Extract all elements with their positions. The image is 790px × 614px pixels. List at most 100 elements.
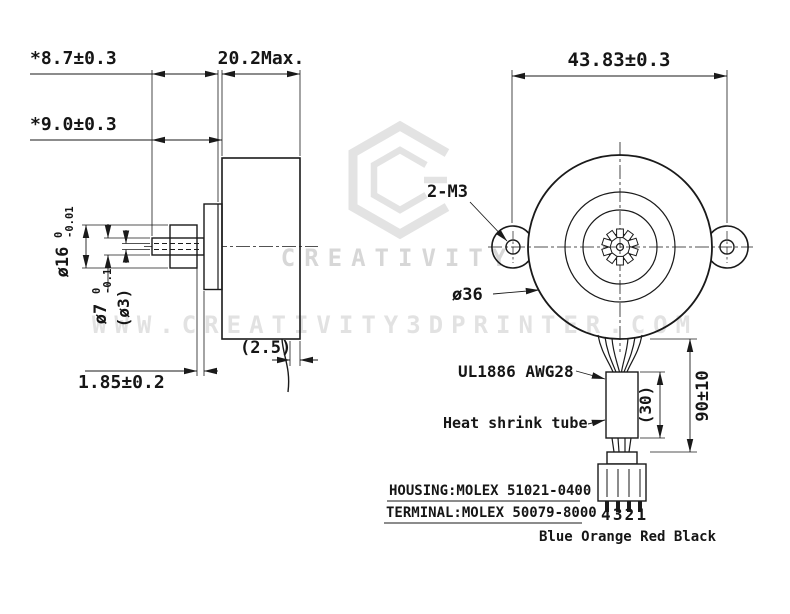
dim-tube-length-text: (30) [636,386,655,425]
side-view-dimensions: *8.7±0.3 20.2Max. *9.0±0.3 ø16 0 [30,48,318,393]
lead-wire [611,338,621,373]
dim-lead-length: 90±10 [650,338,713,453]
mounting-ear-left [491,225,530,269]
lead-wires [597,334,643,373]
leader-line [492,287,540,295]
dim-body-length-text: 20.2Max. [218,48,305,69]
lead-wire [620,338,629,373]
mounting-hole-left [505,239,521,255]
dim-shaft-dia-text: ø7 [91,304,111,324]
connector-pin [627,501,631,512]
dim-shaft-bore: (ø3) [114,230,150,327]
lead-wire [626,334,643,373]
mounting-ear-right [710,225,749,269]
label-wire-colors-text: Blue Orange Red Black [539,529,717,545]
dim-rear-boss: (2.5) [240,338,318,366]
watermark-url: WWW.CREATIVITY3DPRINTER.COM [92,311,698,339]
mounting-hole-right [719,239,735,255]
gear-tooth [601,246,613,257]
label-mount-holes-text: 2-M3 [427,182,468,202]
lead-wire [628,437,632,453]
dim-flange-offset-text: *8.7±0.3 [30,48,117,69]
gear-tooth [622,251,635,265]
front-view-dimensions: 43.83±0.3 2-M3 ø36 UL1886 AWG28 Heat shr… [384,49,728,545]
front-view: 43.83±0.3 2-M3 ø36 UL1886 AWG28 Heat shr… [384,49,753,545]
logo-inner-hexagon [370,146,428,214]
gear-tooth [622,229,635,243]
gear-tooth [605,251,618,265]
front-flange-plate [203,203,223,291]
connector-neck [606,451,638,465]
shaft-gear [169,224,198,269]
lead-wire [597,334,614,373]
leader-line [469,201,508,242]
label-heat-shrink-text: Heat shrink tube [443,414,588,432]
dim-shaft-bore-text: (ø3) [114,289,133,328]
side-view-geometry [144,157,318,393]
dim-shaft-dia-tol-lower: -0.1 [102,269,114,294]
dim-boss-dia-text: ø16 [53,247,73,278]
dim-rear-boss-text: (2.5) [240,338,291,358]
heat-shrink-tube [605,371,639,439]
gear-tooth [616,255,624,266]
dim-shaft-dia: ø7 0 -0.1 [91,224,150,324]
gear-tooth [605,229,618,243]
dim-boss-dia-label: ø16 0 -0.01 [53,206,76,277]
wires-below-tube [611,437,632,453]
dim-boss-dia: ø16 0 -0.01 [53,206,168,277]
front-view-geometry [488,142,753,512]
label-terminal-text: TERMINAL:MOLEX 50079-8000 [386,505,597,521]
gear-tooth [627,237,639,248]
front-inner-circle [582,209,658,285]
lead-wire [617,437,620,453]
label-pin-numbers-text: 4321 [601,505,648,524]
connector-pin [616,501,620,512]
connector-housing [597,463,647,502]
gear-tooth [627,246,639,257]
connector-spec-block: HOUSING:MOLEX 51021-0400 TERMINAL:MOLEX … [384,483,717,545]
creativity-logo [348,120,450,240]
lead-wire [611,437,615,453]
dim-lead-length-label: 90±10 [693,370,713,421]
label-heat-shrink: Heat shrink tube [443,414,606,432]
connector-pin [638,501,642,512]
dim-tube-length: (30) [636,371,665,439]
lead-wire [623,336,636,373]
leader-line [575,370,606,380]
gear-tooth [601,237,613,248]
motor-body-side [221,157,301,340]
dim-tube-length-label: (30) [636,386,655,425]
watermark-brand: CREATIVITY [281,244,516,272]
dim-boss-offset-text: *9.0±0.3 [30,114,117,135]
label-wire-spec: UL1886 AWG28 [458,362,606,381]
dim-mount-spacing-text: 43.83±0.3 [568,49,671,71]
connector [597,451,647,512]
motor-shaft [151,237,205,256]
shaft-gear-front [601,228,639,266]
dim-shaft-dia-label: ø7 0 -0.1 [91,269,114,325]
dim-body-dia-text: ø36 [452,285,483,305]
watermark: CREATIVITY WWW.CREATIVITY3DPRINTER.COM [92,120,698,339]
dim-shaft-dia-tol-upper: 0 [91,288,103,294]
dim-body-dia: ø36 [452,285,540,305]
dim-flange-offset: *8.7±0.3 [30,48,219,78]
dim-gear-offset-text: 1.85±0.2 [78,372,165,393]
dim-body-length: 20.2Max. [218,48,305,78]
leader-line [587,419,606,427]
gear-tooth [616,228,624,239]
dim-boss-dia-tol-upper: 0 [53,232,65,238]
side-view: *8.7±0.3 20.2Max. *9.0±0.3 ø16 0 [30,48,318,393]
label-wire-spec-text: UL1886 AWG28 [458,362,574,381]
dim-boss-offset: *9.0±0.3 [30,114,223,144]
dim-mount-spacing: 43.83±0.3 [511,49,728,223]
dim-lead-length-text: 90±10 [693,370,713,421]
gear-center-hole [615,242,625,252]
dim-shaft-bore-label: (ø3) [114,289,133,328]
motor-body-front [527,154,713,340]
connector-pin [605,501,609,512]
lead-wire [604,336,617,373]
logo-outer-hexagon [348,120,450,240]
dim-boss-dia-tol-lower: -0.01 [64,206,76,238]
